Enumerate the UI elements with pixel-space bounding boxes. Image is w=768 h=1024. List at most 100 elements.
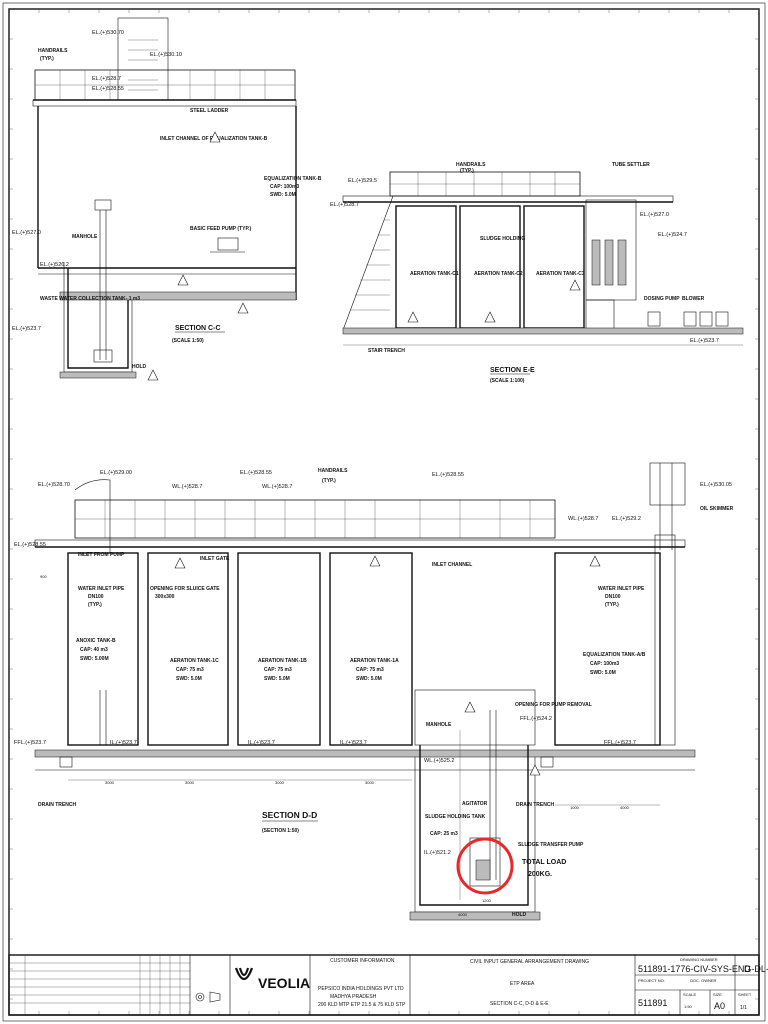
dd-load-value: 200KG.: [528, 871, 552, 878]
dd-floor-slab: [34, 749, 696, 758]
dd-eq-swd: SWD: 5.0M: [590, 670, 616, 676]
dd-opening: OPENING FOR SLUICE GATE: [150, 586, 220, 592]
dd-aer-a-swd: SWD: 5.0M: [356, 676, 382, 682]
dd-dim: 3000: [365, 780, 375, 785]
dd-aeration-1a: [329, 552, 413, 746]
dd-anoxic-label: ANOXIC TANK-B: [76, 638, 116, 644]
dd-water-inlet-right-typ: (TYP.): [605, 602, 619, 608]
dd-aeration-1c: [147, 552, 229, 746]
dd-level: IL.(+)523.7: [340, 740, 367, 746]
dd-drain-left: DRAIN TRENCH: [38, 802, 76, 808]
dd-level: EL.(+)528.55: [432, 472, 464, 478]
dd-dim: 3000: [275, 780, 285, 785]
drawing-title-line: SECTION C-C, D-D & E-E: [490, 1001, 549, 1007]
cc-level: EL.(+)528.7: [92, 76, 121, 82]
dd-level: EL.(+)528.55: [14, 542, 46, 548]
ee-level: EL.(+)527.0: [640, 212, 669, 218]
dd-water-inlet: WATER INLET PIPE: [78, 586, 125, 592]
ee-level: EL.(+)523.7: [690, 338, 719, 344]
ee-typ-label: (TYP.): [460, 168, 474, 174]
drawing-number-header: DRAWING NUMBER: [680, 957, 718, 962]
dd-level: FFL.(+)523.7: [14, 740, 46, 746]
dd-eq-cap: CAP: 100m3: [590, 661, 619, 667]
cc-eq-label: EQUALIZATION TANK-B: [264, 176, 322, 182]
dd-handrails-label: HANDRAILS: [318, 468, 348, 474]
dd-hold: HOLD: [512, 912, 527, 918]
ee-level: EL.(+)524.7: [658, 232, 687, 238]
dd-handrails: [74, 499, 556, 539]
cc-handrails: [34, 69, 296, 101]
dd-level: EL.(+)528.55: [240, 470, 272, 476]
cc-level: EL.(+)528.55: [92, 86, 124, 92]
dd-aer-b-swd: SWD: 5.0M: [264, 676, 290, 682]
ee-tube-label: TUBE SETTLER: [612, 162, 650, 168]
dd-total-load: TOTAL LOAD: [522, 859, 566, 866]
dd-aer-b: AERATION TANK-1B: [258, 658, 307, 664]
ee-level: EL.(+)528.7: [330, 202, 359, 208]
customer-line: PEPSICO INDIA HOLDINGS PVT LTD: [318, 986, 404, 992]
dd-sludge-pit: [409, 689, 541, 921]
ee-aeration-3: AERATION TANK-C3: [536, 271, 585, 277]
dd-dim: 4000: [458, 912, 468, 917]
ee-tank-1: [395, 205, 457, 329]
size-value: A0: [714, 1001, 725, 1011]
project-no: 511891: [638, 998, 667, 1008]
ee-sludge: SLUDGE HOLDING: [480, 236, 525, 242]
dd-dim: 1200: [482, 898, 492, 903]
cc-ladder-label: STEEL LADDER: [190, 108, 229, 114]
dd-sludge-pump-label: SLUDGE TRANSFER PUMP: [518, 842, 584, 848]
cc-level: EL.(+)526.2: [40, 262, 69, 268]
cc-eq-cap: CAP: 100m3: [270, 184, 299, 190]
dd-level: WL.(+)528.7: [568, 516, 598, 522]
sheet-header: SHEET: [738, 992, 752, 997]
cc-hold-label: HOLD: [132, 364, 147, 370]
cc-typ-label: (TYP.): [40, 56, 54, 62]
dd-level: WL.(+)525.2: [424, 758, 454, 764]
cc-manhole-label: MANHOLE: [72, 234, 98, 240]
dd-dim: 3000: [105, 780, 115, 785]
dd-aer-b-cap: CAP: 75 m3: [264, 667, 292, 673]
ee-scale: (SCALE 1:100): [490, 378, 525, 384]
customer-line: MADHYA PRADESH: [330, 994, 377, 1000]
revision: D: [744, 964, 751, 974]
dd-anoxic-swd: SWD: 5.00M: [80, 656, 109, 662]
ee-aeration-2: AERATION TANK-C2: [474, 271, 523, 277]
dd-sludge-label: SLUDGE HOLDING TANK: [425, 814, 486, 820]
project-no-header: PROJECT NO.: [638, 978, 665, 983]
dd-aeration-1b: [237, 552, 321, 746]
dd-level: EL.(+)529.2: [612, 516, 641, 522]
ee-tank-3: [523, 205, 585, 329]
drawing-title-line: CIVIL INPUT GENERAL ARRANGEMENT DRAWING: [470, 959, 589, 965]
sheet-value: 1/1: [740, 1005, 747, 1011]
ee-level: EL.(+)529.5: [348, 178, 377, 184]
ee-blower-label: BLOWER: [682, 296, 705, 302]
cc-waste-label: WASTE WATER COLLECTION TANK- 1 m3: [40, 296, 140, 302]
border-grid-ticks: [9, 9, 760, 1015]
section-dd: HANDRAILS (TYP.) INLET CHANNEL WATER INL…: [14, 462, 734, 921]
dd-level: WL.(+)528.7: [172, 484, 202, 490]
dd-dim: 1000: [570, 805, 580, 810]
dd-inlet-channel: INLET CHANNEL: [432, 562, 472, 568]
dd-sludge-cap: CAP: 25 m3: [430, 831, 458, 837]
ee-stair-label: STAIR TRENCH: [368, 348, 405, 354]
doc-owner-header: DOC. OWNER: [690, 978, 717, 983]
cc-handrails-label: HANDRAILS: [38, 48, 68, 54]
dd-opening-size: 300x300: [155, 594, 175, 600]
dd-water-inlet-dn: DN100: [88, 594, 104, 600]
ee-blower: [647, 311, 661, 327]
ee-handrails-label: HANDRAILS: [456, 162, 486, 168]
dd-aer-c-swd: SWD: 5.0M: [176, 676, 202, 682]
dd-highlight-circle: [456, 837, 514, 895]
cc-eq-swd: SWD: 5.0M: [270, 192, 296, 198]
cc-top-slab: [32, 99, 297, 107]
cc-base-slab: [59, 291, 297, 301]
dd-opening-pump: OPENING FOR PUMP REMOVAL: [515, 702, 592, 708]
dd-level: IL.(+)523.7: [248, 740, 275, 746]
dd-equalization-ab: [554, 552, 661, 746]
ee-ground: [342, 327, 744, 335]
ee-handrails: [389, 171, 581, 197]
dd-level: EL.(+)529.00: [100, 470, 132, 476]
dd-typ-label: (TYP.): [322, 478, 336, 484]
veolia-logo-icon: [234, 967, 254, 981]
